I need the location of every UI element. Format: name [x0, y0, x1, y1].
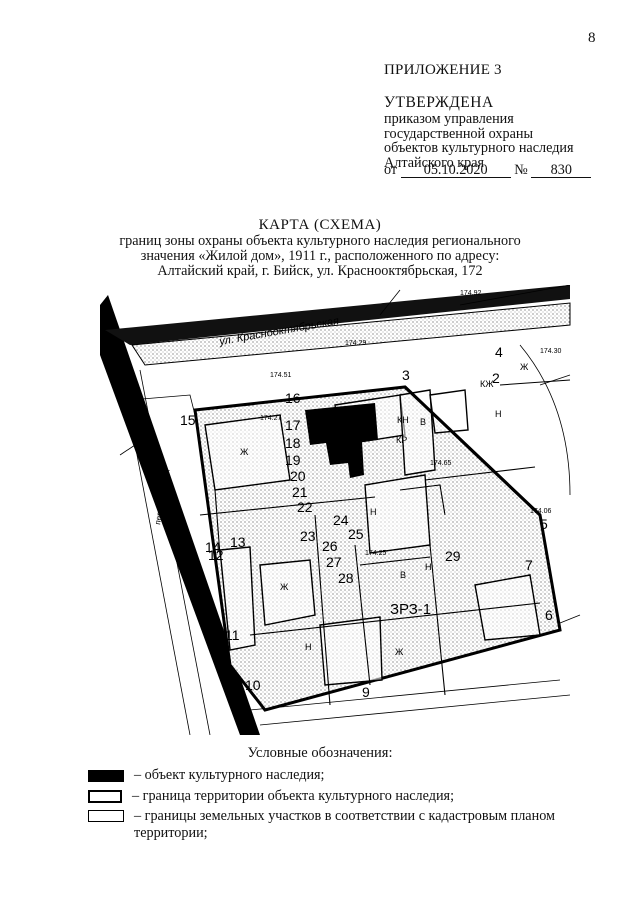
elevation-label: 174.30	[540, 348, 562, 355]
point-label: 25	[348, 526, 364, 542]
approval-text: приказом управления государственной охра…	[384, 112, 574, 170]
building-label: В	[420, 417, 426, 427]
elevation-label: 174.29	[345, 340, 367, 347]
point-label: 11	[225, 627, 240, 643]
approval-line: объектов культурного наследия	[384, 140, 574, 157]
point-label: 10	[245, 677, 261, 693]
point-label: 29	[445, 548, 461, 564]
legend-item-territory: – граница территории объекта культурного…	[88, 788, 454, 805]
point-label: 12	[208, 547, 224, 563]
appendix-heading: ПРИЛОЖЕНИЕ 3	[384, 62, 502, 78]
point-label: 16	[285, 390, 301, 406]
subtitle-line: границ зоны охраны объекта культурного н…	[119, 233, 521, 249]
point-label: 17	[285, 417, 301, 433]
point-label: 26	[322, 538, 338, 554]
approval-line: государственной охраны	[384, 125, 534, 142]
zone-label: ЗРЗ-1	[390, 601, 431, 618]
document-title: КАРТА (СХЕМА)	[258, 217, 382, 233]
point-label: 14	[205, 539, 221, 555]
legend-item-parcels-swatch	[88, 807, 134, 824]
point-label: 28	[338, 570, 354, 586]
legend-item-parcels: – границы земельных участков в соответст…	[134, 808, 600, 841]
point-label: 5	[540, 516, 548, 532]
order-date-number: от 05.10.2020 № 830	[384, 162, 592, 179]
building-label: КЖ	[480, 379, 494, 389]
elevation-label: 174.27	[260, 415, 282, 422]
legend-swatch-thin	[88, 809, 124, 822]
point-label: 21	[292, 484, 308, 500]
building-label: Ж	[395, 647, 404, 657]
building-label: Н	[305, 642, 312, 652]
street-band	[100, 295, 260, 735]
approved-label: УТВЕРЖДЕНА	[384, 94, 494, 111]
date-prefix: от	[384, 162, 398, 178]
building-label: В	[400, 570, 406, 580]
legend-text: – объект культурного наследия;	[134, 767, 325, 783]
order-date: 05.10.2020	[400, 163, 511, 178]
point-label: 22	[297, 499, 313, 515]
number-sign: №	[514, 162, 528, 178]
legend-text: – граница территории объекта культурного…	[132, 788, 455, 804]
legend-item-heritage: – объект культурного наследия;	[88, 767, 325, 784]
approval-line: Алтайского края	[384, 154, 485, 171]
building-label: КР	[396, 435, 407, 445]
elevation-label: 174.92	[460, 290, 482, 297]
page-number: 8	[588, 30, 596, 46]
elevation-label: 174.25	[365, 550, 387, 557]
point-label: 6	[545, 607, 553, 623]
subtitle-line: значения «Жилой дом», 1911 г., расположе…	[140, 247, 500, 264]
point-label: 15	[180, 412, 196, 428]
elevation-label: 174.06	[530, 508, 552, 515]
approval-line: приказом управления	[384, 111, 514, 127]
point-label: 27	[326, 554, 342, 570]
point-label: 4	[495, 344, 503, 360]
legend-text: – границы земельных участков в соответст…	[134, 808, 556, 841]
order-number: 830	[531, 163, 592, 178]
point-label: 18	[285, 435, 301, 451]
legend-swatch-black	[88, 769, 124, 782]
legend-title: Условные обозначения:	[247, 745, 393, 761]
building-label: Н	[425, 562, 432, 572]
building-label: КН	[397, 415, 409, 425]
point-label: 13	[230, 534, 246, 550]
building-label: Ж	[280, 582, 289, 592]
elevation-label: 174.65	[430, 460, 452, 467]
point-label: 20	[290, 468, 306, 484]
legend-swatch-thick	[88, 790, 122, 804]
point-label: 24	[333, 512, 349, 528]
subtitle-line: Алтайский край, г. Бийск, ул. Краснооктя…	[157, 262, 483, 279]
point-label: 23	[300, 528, 316, 544]
zone-map: 10 9 2 4 5 6 7 11 12 13 14 15 16 17 18 1…	[100, 285, 590, 735]
building-label: Н	[495, 409, 502, 419]
elevation-label: 174.51	[270, 372, 292, 379]
document-subtitle: границ зоны охраны объекта культурного н…	[0, 234, 640, 278]
heritage-object	[305, 403, 378, 478]
point-label: 7	[525, 557, 533, 573]
point-label: 3	[402, 367, 410, 383]
point-label: 2	[492, 370, 500, 386]
building-label: Н	[370, 507, 377, 517]
building-label: Ж	[520, 362, 529, 372]
point-label: 9	[362, 684, 370, 700]
point-label: 19	[285, 452, 301, 468]
building-label: Ж	[240, 447, 249, 457]
